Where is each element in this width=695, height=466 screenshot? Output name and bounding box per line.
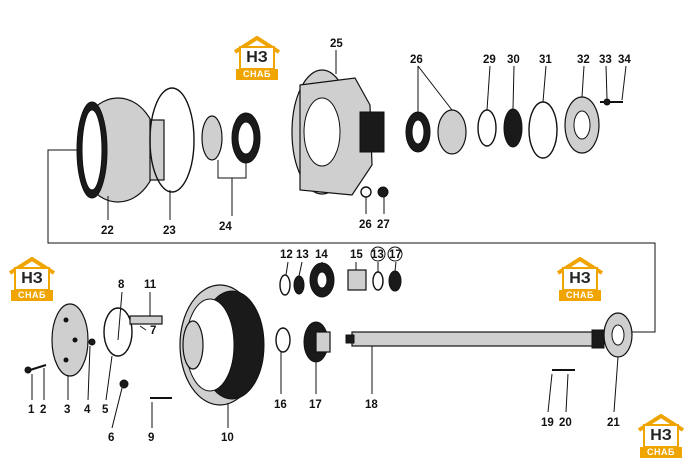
label-30: 30 xyxy=(507,54,520,66)
part-10-hub xyxy=(179,284,265,406)
part-18-shaft xyxy=(345,329,605,349)
label-11: 11 xyxy=(144,279,157,291)
label-23: 23 xyxy=(163,225,176,237)
part-11-pin xyxy=(129,315,163,325)
label-33: 33 xyxy=(599,54,612,66)
label-9: 9 xyxy=(148,432,154,444)
label-26-bottom: 26 xyxy=(359,219,372,231)
part-16-circlip xyxy=(275,327,291,353)
part-32-nut xyxy=(564,96,600,154)
label-26-top: 26 xyxy=(410,54,423,66)
label-22: 22 xyxy=(101,225,114,237)
label-13-b-circle xyxy=(370,246,386,262)
label-20: 20 xyxy=(559,417,572,429)
part-17-ring-b xyxy=(388,270,402,292)
part-21-flange xyxy=(603,312,633,358)
part-22-ring-gear xyxy=(76,97,165,203)
label-15: 15 xyxy=(350,249,363,261)
label-1: 1 xyxy=(28,404,35,416)
label-14: 14 xyxy=(315,249,328,261)
logo-mark: НЗ xyxy=(562,267,598,291)
part-17-sun-gear xyxy=(303,321,331,363)
label-19: 19 xyxy=(541,417,554,429)
logo-nz-snab: НЗ СНАБ xyxy=(233,36,281,82)
label-5: 5 xyxy=(102,404,109,416)
part-6-plug xyxy=(119,379,129,389)
label-17: 17 xyxy=(309,399,322,411)
label-27: 27 xyxy=(377,219,390,231)
part-31-washer xyxy=(528,101,558,159)
part-number-labels: 22 23 24 25 26 29 30 31 32 33 34 26 27 1… xyxy=(28,38,631,444)
logo-mark: НЗ xyxy=(14,267,50,291)
logo-nz-snab: НЗ СНАБ xyxy=(556,257,604,303)
label-24: 24 xyxy=(219,221,232,233)
part-1-2-bolt xyxy=(24,364,47,374)
label-4: 4 xyxy=(84,404,91,416)
label-12: 12 xyxy=(280,249,293,261)
logo-nz-snab: НЗ СНАБ xyxy=(8,257,56,303)
label-32: 32 xyxy=(577,54,590,66)
label-29: 29 xyxy=(483,54,496,66)
label-21: 21 xyxy=(607,417,620,429)
logo-caption: СНАБ xyxy=(236,69,278,80)
logo-mark: НЗ xyxy=(239,46,275,70)
part-15-bearing xyxy=(347,269,367,291)
part-24-bearing xyxy=(201,112,261,164)
part-14-gear xyxy=(309,262,335,298)
part-33-washer xyxy=(603,98,611,106)
part-3-cover xyxy=(51,303,89,377)
part-25-housing xyxy=(291,69,385,196)
part-4-pin xyxy=(88,338,96,346)
label-17-top-circle xyxy=(387,246,403,262)
label-16: 16 xyxy=(274,399,287,411)
top-leader-lines xyxy=(107,50,627,220)
part-29-ring xyxy=(477,109,497,147)
part-23-disc xyxy=(149,87,195,193)
logo-nz-snab: НЗ СНАБ xyxy=(637,414,685,460)
logo-caption: СНАБ xyxy=(640,447,682,458)
label-17-top: 17 xyxy=(389,249,402,261)
label-2: 2 xyxy=(40,404,46,416)
label-13-b: 13 xyxy=(371,249,384,261)
part-5-gasket xyxy=(103,307,133,357)
part-12-ring xyxy=(279,274,291,296)
part-13-ring-b xyxy=(372,271,384,291)
part-26-small-ring xyxy=(360,186,372,198)
logo-mark: НЗ xyxy=(643,424,679,448)
label-10: 10 xyxy=(221,432,234,444)
bottom-leader-lines xyxy=(31,261,619,429)
label-7: 7 xyxy=(150,325,156,337)
label-25: 25 xyxy=(330,38,343,50)
label-3: 3 xyxy=(64,404,70,416)
part-26-bearing xyxy=(405,109,467,155)
label-13: 13 xyxy=(296,249,309,261)
part-27-nut xyxy=(377,186,389,198)
label-31: 31 xyxy=(539,54,552,66)
label-18: 18 xyxy=(365,399,378,411)
assembly-connector-line xyxy=(47,149,656,333)
label-34: 34 xyxy=(618,54,631,66)
logo-caption: СНАБ xyxy=(559,290,601,301)
label-8: 8 xyxy=(118,279,125,291)
logo-caption: СНАБ xyxy=(11,290,53,301)
part-30-seal xyxy=(503,108,523,148)
part-13-ring xyxy=(293,275,305,295)
label-6: 6 xyxy=(108,432,114,444)
